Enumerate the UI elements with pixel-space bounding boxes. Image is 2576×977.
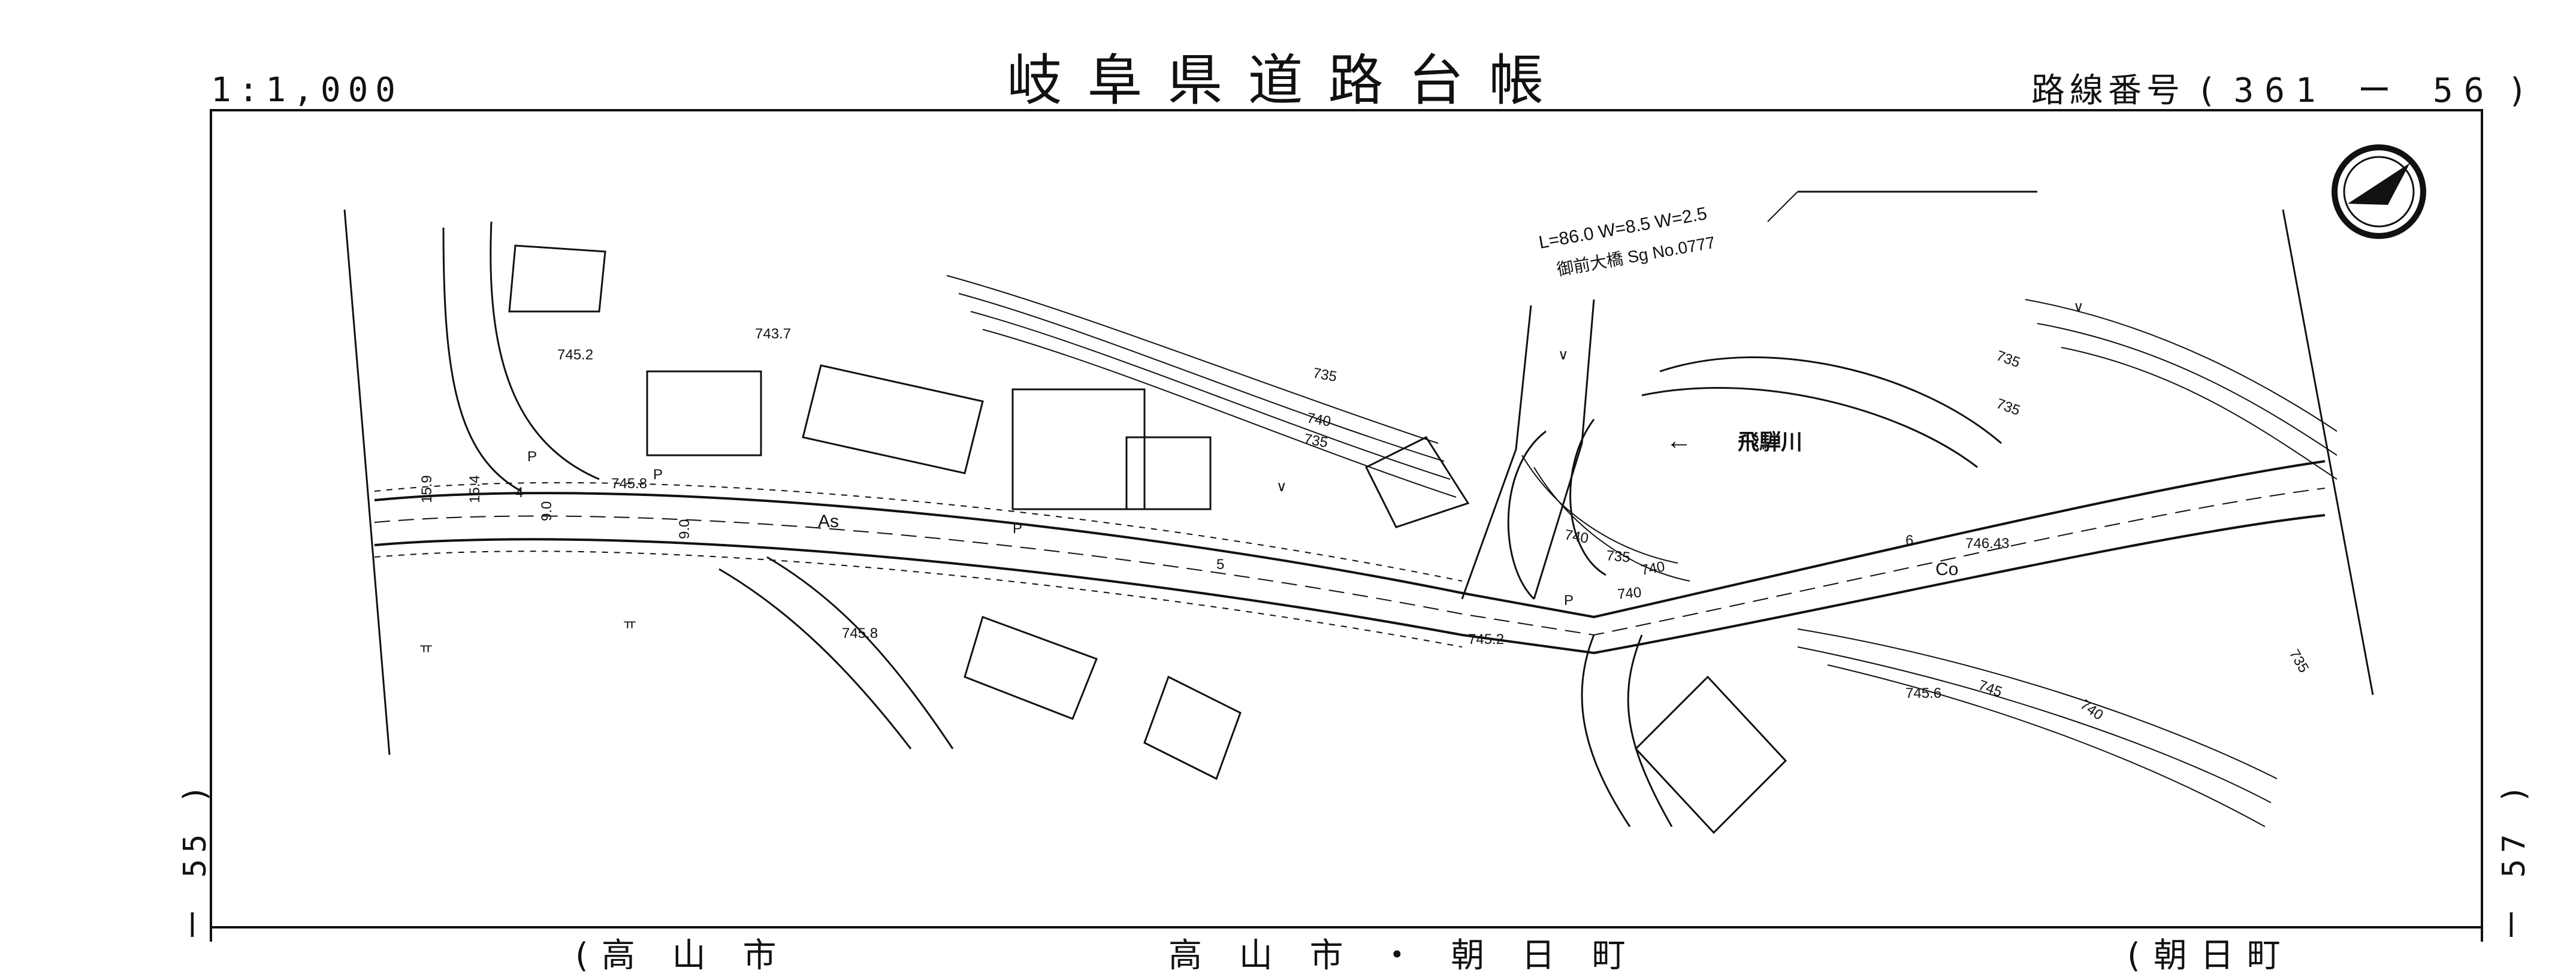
road-ledger-map: L=86.0 W=8.5 W=2.5 御前大橋 Sg No.0777 ← 飛騨川… (210, 109, 2483, 942)
spot-height: 745.2 (557, 347, 593, 363)
contour-label: 740 (1563, 527, 1590, 547)
surface-co: Co (1935, 559, 1958, 579)
route-paren-open: ( (2200, 71, 2218, 110)
dimension-label: 9.0 (539, 501, 555, 521)
route-number-label: 路線番号 (2031, 71, 2185, 110)
surface-as: As (818, 512, 839, 531)
contour-lines (946, 275, 2338, 827)
contour-label: 735 (2286, 647, 2312, 676)
dimension-label: 15.4 (467, 475, 483, 503)
river-arrow: ← (1666, 426, 1692, 455)
scale-label: 1:1,000 (211, 71, 403, 110)
river (1507, 356, 2002, 600)
dimension-label: 6 (1905, 533, 1913, 549)
spot-height: 743.7 (755, 326, 791, 342)
map-mark: ㅠ (623, 616, 636, 633)
dimension-label: 5 (1216, 556, 1224, 573)
map-mark: P (1564, 592, 1574, 609)
north-arrow-icon (2332, 144, 2426, 239)
spot-height: 745.8 (611, 476, 647, 492)
buildings (508, 244, 1787, 834)
spot-height: 745.2 (1468, 631, 1504, 648)
side-roads (442, 221, 1673, 827)
contour-label: 740 (1306, 410, 1332, 430)
dimension-label: 15.9 (419, 475, 435, 503)
contour-label: 735 (1303, 431, 1329, 451)
contour-label: 735 (1994, 395, 2022, 419)
dimension-label: 4 (515, 485, 523, 501)
map-mark: ㅠ (419, 640, 433, 657)
main-road (374, 460, 2326, 655)
sheet-boundary-right (2282, 209, 2374, 695)
route-number-value: 361 ー 56 (2233, 71, 2495, 110)
contour-label: 735 (1312, 365, 1338, 385)
route-number: 路線番号 ( 361 ー 56 ) (2031, 63, 2528, 112)
sheet-boundary-left (343, 209, 391, 755)
dimension-labels: 15.9 15.4 4 9.0 9.0 5 6 (419, 475, 1913, 573)
contour-label: 735 (1994, 347, 2022, 371)
spot-heights: 745.2 743.7 745.8 745.8 745.2 746.43 745.6 (557, 326, 2009, 701)
spot-height: 745.8 (842, 625, 878, 642)
spot-height: 745.6 (1905, 685, 1941, 701)
map-mark: P (1013, 521, 1022, 537)
map-mark: P (653, 467, 663, 483)
contour-label: 740 (1639, 558, 1666, 579)
spot-height: 746.43 (1965, 536, 2009, 552)
sheet-title: 岐阜県道路台帳 (1007, 49, 1569, 113)
dimension-label: 9.0 (677, 519, 693, 539)
contour-label: 735 (1605, 548, 1630, 565)
map-frame (210, 109, 2483, 942)
route-paren-close: ) (2510, 71, 2529, 110)
bottom-label-right: (朝日町 (2127, 936, 2294, 975)
contour-label: 740 (2077, 697, 2106, 724)
map-mark: ∨ (2073, 299, 2084, 315)
map-mark: P (527, 449, 537, 465)
bridge (1461, 190, 2037, 600)
bottom-label-center: 高 山 市 ・ 朝 日 町 (1168, 936, 1639, 975)
map-mark: ∨ (1276, 479, 1287, 495)
river-name: 飛騨川 (1738, 429, 1802, 454)
contour-label: 740 (1617, 585, 1642, 603)
bottom-label-left: (高 山 市 (575, 936, 790, 975)
map-mark: ∨ (1558, 347, 1569, 363)
